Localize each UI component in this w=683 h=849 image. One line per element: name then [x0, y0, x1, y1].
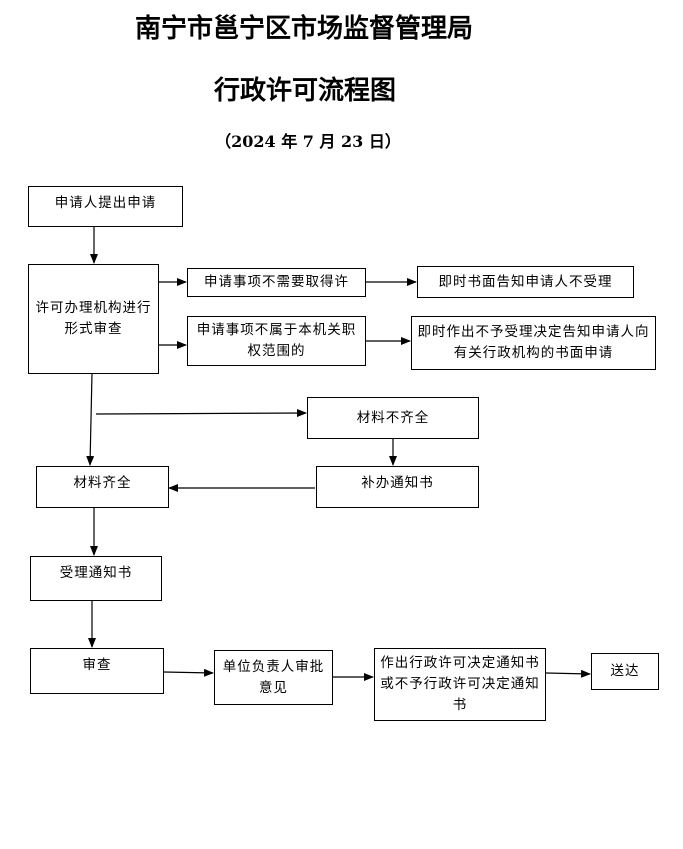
notify-other-agency-label: 即时作出不予受理决定告知申请人向有关行政机构的书面申请	[417, 324, 650, 361]
page-title: 南宁市邕宁区市场监督管理局	[134, 14, 473, 44]
approval-opinion-box: 单位负责人审批意见	[214, 650, 333, 705]
decision-notice-label: 作出行政许可决定通知书或不予行政许可决定通知书	[380, 655, 540, 713]
out-of-scope-label: 申请事项不属于本机关职权范围的	[196, 322, 357, 359]
no-permit-needed-box: 申请事项不需要取得许	[187, 268, 366, 297]
document-date: （2024 年 7 月 23 日）	[215, 132, 401, 151]
notify-not-accepted-label: 即时书面告知申请人不受理	[438, 273, 613, 290]
page-subtitle: 行政许可流程图	[213, 76, 396, 106]
acceptance-notice-label: 受理通知书	[59, 565, 133, 581]
delivery-box: 送达	[591, 653, 659, 690]
formal-review-label: 许可办理机构进行形式审查	[35, 300, 152, 337]
materials-complete-box: 材料齐全	[36, 466, 169, 508]
decision-notice-box: 作出行政许可决定通知书或不予行政许可决定通知书	[374, 648, 546, 721]
notify-other-agency-box: 即时作出不予受理决定告知申请人向有关行政机构的书面申请	[411, 316, 656, 370]
apply-box: 申请人提出申请	[28, 186, 183, 227]
review-label: 审查	[82, 657, 112, 673]
apply-label: 申请人提出申请	[54, 195, 157, 211]
materials-incomplete-label: 材料不齐全	[356, 409, 430, 426]
approval-opinion-label: 单位负责人审批意见	[222, 658, 325, 696]
materials-incomplete-box: 材料不齐全	[307, 397, 479, 439]
acceptance-notice-box: 受理通知书	[30, 556, 162, 601]
arrow-decision-to-delivery	[545, 669, 591, 678]
arrow-review-to-complete	[86, 372, 95, 466]
no-permit-needed-label: 申请事项不需要取得许	[204, 274, 349, 290]
formal-review-box: 许可办理机构进行形式审查	[28, 264, 159, 374]
notify-not-accepted-box: 即时书面告知申请人不受理	[417, 266, 634, 298]
out-of-scope-box: 申请事项不属于本机关职权范围的	[187, 316, 366, 366]
materials-complete-label: 材料齐全	[73, 475, 132, 491]
arrow-review-to-approval	[163, 668, 214, 677]
supplement-notice-box: 补办通知书	[316, 466, 479, 508]
supplement-notice-label: 补办通知书	[361, 475, 434, 491]
arrow-to-incomplete	[95, 409, 307, 418]
review-box: 审查	[30, 648, 164, 694]
delivery-label: 送达	[610, 663, 640, 679]
